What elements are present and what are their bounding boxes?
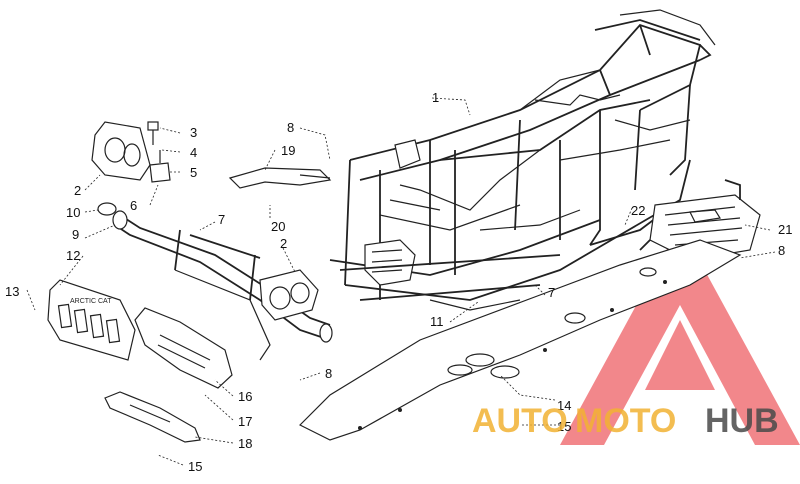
callout-labels: 1 2 2 3 4 5 6 7 7 8 8 8 9 10 11 12 13 14…	[5, 90, 792, 474]
callout-1: 1	[432, 90, 439, 105]
callout-13: 13	[5, 284, 19, 299]
headlight-upper	[91, 121, 151, 181]
callout-8-lower: 8	[325, 366, 332, 381]
callout-15-right: 15	[557, 419, 571, 434]
side-bracket	[228, 167, 332, 189]
callout-2-lower: 2	[280, 236, 287, 251]
rear-rack	[639, 179, 761, 261]
callout-19: 19	[281, 143, 295, 158]
main-frame	[329, 9, 716, 311]
callout-18: 18	[238, 436, 252, 451]
front-skid	[104, 391, 201, 443]
callout-10: 10	[66, 205, 80, 220]
callout-21: 21	[778, 222, 792, 237]
callout-5: 5	[190, 165, 197, 180]
callout-8-upper: 8	[287, 120, 294, 135]
callout-22: 22	[631, 203, 645, 218]
watermark-moto: MOTO	[575, 402, 676, 440]
callout-4: 4	[190, 145, 197, 160]
callout-17: 17	[238, 414, 252, 429]
callout-3: 3	[190, 125, 197, 140]
callout-12: 12	[66, 248, 80, 263]
callout-2-upper: 2	[74, 183, 81, 198]
watermark-text: AUTO MOTO HUB	[472, 402, 779, 440]
bracket-5	[149, 150, 171, 183]
leader-lines	[26, 97, 776, 466]
callout-14: 14	[557, 398, 571, 413]
headlight-lower	[259, 269, 319, 321]
lower-bumper-guard	[134, 307, 233, 389]
callout-11: 11	[430, 314, 444, 329]
watermark-logo	[560, 225, 800, 445]
callout-15-left: 15	[188, 459, 202, 474]
callout-9: 9	[72, 227, 79, 242]
callout-20: 20	[271, 219, 285, 234]
front-bumper	[112, 210, 333, 361]
callout-7-right: 7	[548, 285, 555, 300]
watermark-auto: AUTO	[472, 402, 568, 440]
callout-16: 16	[238, 389, 252, 404]
bolt-3	[147, 121, 159, 145]
callout-6: 6	[130, 198, 137, 213]
callout-7-left: 7	[218, 212, 225, 227]
watermark-hub: HUB	[705, 402, 779, 440]
callout-8-right: 8	[778, 243, 785, 258]
skid-plate	[298, 239, 742, 441]
front-grille: ARCTIC CAT	[47, 279, 136, 361]
svg-text:ARCTIC CAT: ARCTIC CAT	[70, 298, 112, 305]
grommet-10	[97, 202, 117, 216]
